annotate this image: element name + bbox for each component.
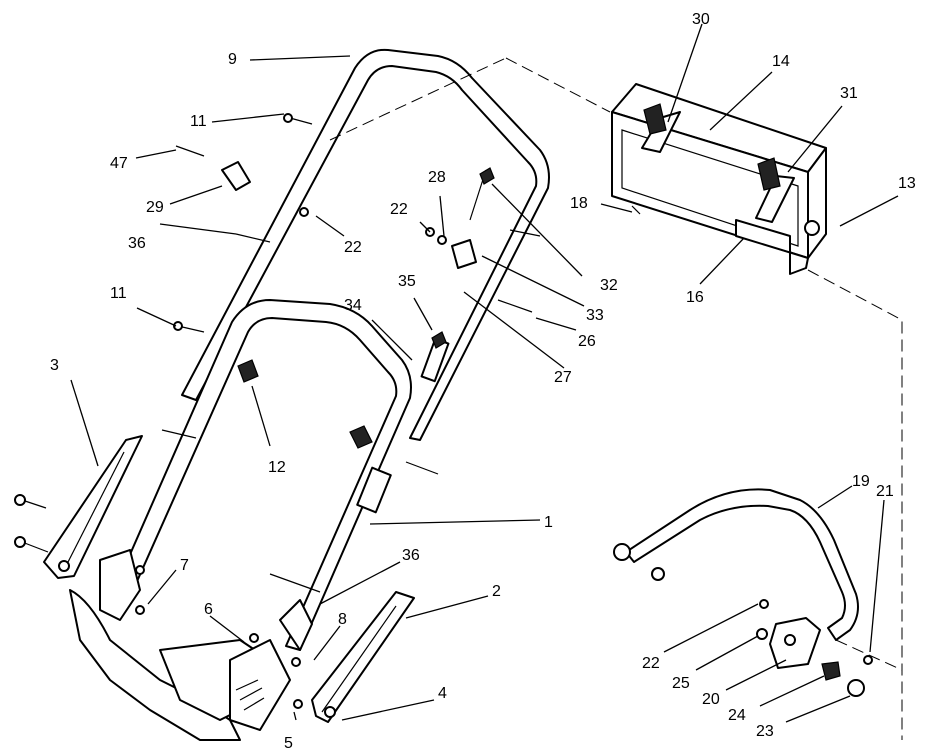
callout-14: 14: [772, 53, 790, 70]
bail-handle: [613, 488, 859, 641]
height-bracket-right: [311, 591, 415, 723]
callout-11-top: 11: [190, 113, 207, 130]
callout-6: 6: [204, 601, 213, 618]
callout-20: 20: [702, 691, 720, 708]
leader-lines: [70, 23, 899, 723]
callout-18: 18: [570, 195, 588, 212]
callout-28: 28: [428, 169, 446, 186]
callout-24: 24: [728, 707, 746, 724]
callout-30: 30: [692, 11, 710, 28]
callout-4: 4: [438, 685, 447, 702]
assembly-lines: [329, 57, 903, 740]
callout-8: 8: [338, 611, 347, 628]
callout-7: 7: [180, 557, 189, 574]
hardware: [14, 113, 641, 709]
callout-22-mid: 22: [344, 239, 362, 256]
upper-handle: [181, 48, 550, 441]
callout-3: 3: [50, 357, 59, 374]
callout-13: 13: [898, 175, 916, 192]
callout-21: 21: [876, 483, 894, 500]
callouts: 1 2 3 4 5 6 7 8 9 11 11 12 13 14 16 18 1…: [50, 11, 916, 752]
callout-16: 16: [686, 289, 704, 306]
callout-25: 25: [672, 675, 690, 692]
callout-12: 12: [268, 459, 286, 476]
callout-32: 32: [600, 277, 618, 294]
bail-bracket: [756, 599, 873, 697]
callout-35: 35: [398, 273, 416, 290]
height-bracket-left: [43, 435, 143, 579]
callout-11-mid: 11: [110, 285, 127, 302]
lever-30: [641, 103, 681, 153]
callout-22-bail: 22: [642, 655, 660, 672]
callout-26: 26: [578, 333, 596, 350]
callout-29: 29: [146, 199, 164, 216]
callout-47: 47: [110, 155, 128, 172]
callout-22-top: 22: [390, 201, 408, 218]
callout-33: 33: [586, 307, 604, 324]
callout-5: 5: [284, 735, 293, 752]
callout-2: 2: [492, 583, 501, 600]
callout-31: 31: [840, 85, 858, 102]
callout-19: 19: [852, 473, 870, 490]
lever-31: [755, 157, 795, 223]
callout-9: 9: [228, 51, 237, 68]
callout-34: 34: [344, 297, 362, 314]
callout-36-bottom: 36: [402, 547, 420, 564]
callout-36-top: 36: [128, 235, 146, 252]
callout-23: 23: [756, 723, 774, 740]
deck-base: [69, 549, 313, 741]
callout-27: 27: [554, 369, 572, 386]
lower-handle: [109, 299, 412, 651]
callout-1: 1: [544, 514, 553, 531]
